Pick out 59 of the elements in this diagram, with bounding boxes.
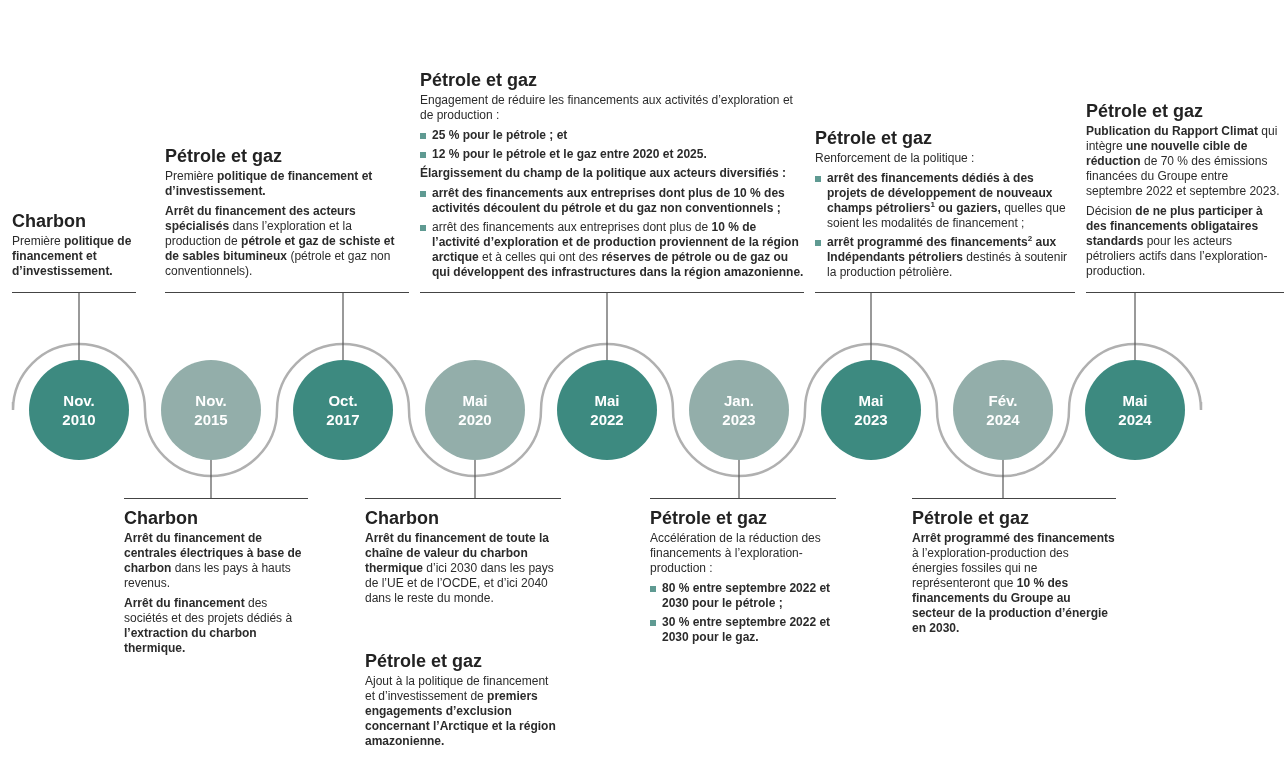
bullet-text: arrêt programmé des financements$^{2}$ aux Indépendants pétroliers destinés à soutenir la production pétrolière. — [827, 235, 1069, 280]
description-text: Première politique de financement et d’investissement. — [165, 169, 374, 199]
description-text: Décision de ne plus participer à des financements obligataires standards pour les acteurs pétroliers actifs dans l’exploration-production. — [1086, 204, 1269, 279]
section-heading: Pétrole et gaz — [165, 145, 284, 167]
leader-line — [474, 459, 476, 499]
description-text: Arrêt du financement de toute la chaîne de valeur du charbon thermique d’ici 2030 dans les pays de l’UE et de l’OCDE, et d’ici 2040 dans le reste du monde. — [365, 531, 555, 606]
date-label: Oct. 2017 — [325, 391, 361, 429]
section-heading: Pétrole et gaz — [815, 127, 934, 149]
date-label: Mai 2024 — [1117, 391, 1153, 429]
description-text: Accélération de la réduction des financements à l’exploration-production : — [650, 531, 822, 576]
bullet-text: arrêt des financements aux entreprises dont plus de 10 % des activités découlent du pétrole et du gaz non conventionnels ; — [432, 186, 786, 216]
date-circle — [293, 360, 393, 460]
leader-line — [606, 292, 608, 361]
description-text: Arrêt du financement des acteurs spécialisés dans l’exploration et la production de pétrole et gaz de schiste et de sables bitumineux (pétrole et gaz non conventionnels). — [165, 204, 396, 279]
date-circle — [1085, 360, 1185, 460]
date-label: Mai 2023 — [853, 391, 889, 429]
date-circle — [689, 360, 789, 460]
description-text: Élargissement du champ de la politique aux acteurs diversifiés : — [420, 166, 788, 181]
section-heading: Pétrole et gaz — [1086, 100, 1205, 122]
bullet-text: arrêt des financements aux entreprises dont plus de 10 % de l’activité d’exploration et de production proviennent de la région arctique et à celles qui ont des réserves de pétrole ou de gaz ou qui développent des infrastructures dans la région amazonienne. — [432, 220, 804, 280]
description-text: Engagement de réduire les financements aux activités d’exploration et de production : — [420, 93, 794, 123]
date-circle — [425, 360, 525, 460]
date-circle — [557, 360, 657, 460]
date-label: Mai 2022 — [589, 391, 625, 429]
section-heading: Charbon — [12, 210, 87, 232]
description-text: Renforcement de la politique : — [815, 151, 976, 166]
description-text: Première politique de financement et d’investissement. — [12, 234, 133, 279]
date-circle — [29, 360, 129, 460]
leader-line — [210, 459, 212, 499]
description-text: Arrêt du financement de centrales électriques à base de charbon dans les pays à hauts revenus. — [124, 531, 303, 591]
date-label: Fév. 2024 — [985, 391, 1021, 429]
leader-line — [342, 292, 344, 361]
leader-line — [870, 292, 872, 361]
leader-line — [78, 292, 80, 361]
date-circle — [953, 360, 1053, 460]
date-label: Nov. 2015 — [193, 391, 229, 429]
description-text: Arrêt du financement des sociétés et des projets dédiés à l’extraction du charbon thermique. — [124, 596, 294, 656]
description-text: Ajout à la politique de financement et d’investissement de premiers engagements d’exclusion concernant l’Arctique et la région amazonienne. — [365, 674, 557, 749]
section-heading: Pétrole et gaz — [650, 507, 769, 529]
bullet-text: 25 % pour le pétrole ; et — [432, 128, 569, 143]
description-text: Publication du Rapport Climat qui intègre une nouvelle cible de réduction de 70 % des émissions financées du Groupe entre septembre 2022 et septembre 2023. — [1086, 124, 1281, 199]
section-heading: Pétrole et gaz — [912, 507, 1031, 529]
date-label: Nov. 2010 — [61, 391, 97, 429]
date-label: Mai 2020 — [457, 391, 493, 429]
section-heading: Pétrole et gaz — [420, 69, 539, 91]
section-heading: Charbon — [365, 507, 440, 529]
date-circle — [161, 360, 261, 460]
section-heading: Pétrole et gaz — [365, 650, 484, 672]
date-label: Jan. 2023 — [721, 391, 757, 429]
description-text: Arrêt programmé des financements à l’exploration-production des énergies fossiles qui ne représenteront que 10 % des financements du Groupe au secteur de la production d’énergie en 2030. — [912, 531, 1116, 636]
bullet-text: 12 % pour le pétrole et le gaz entre 2020 et 2025. — [432, 147, 708, 162]
leader-line — [1134, 292, 1136, 361]
leader-line — [738, 459, 740, 499]
bullet-text: 30 % entre septembre 2022 et 2030 pour le gaz. — [662, 615, 832, 645]
leader-line — [1002, 459, 1004, 499]
date-circle — [821, 360, 921, 460]
bullet-text: arrêt des financements dédiés à des projets de développement de nouveaux champs pétroliers$^{1}$ ou gaziers, quelles que soient les modalités de financement ; — [827, 171, 1067, 231]
section-heading: Charbon — [124, 507, 199, 529]
bullet-text: 80 % entre septembre 2022 et 2030 pour le pétrole ; — [662, 581, 832, 611]
